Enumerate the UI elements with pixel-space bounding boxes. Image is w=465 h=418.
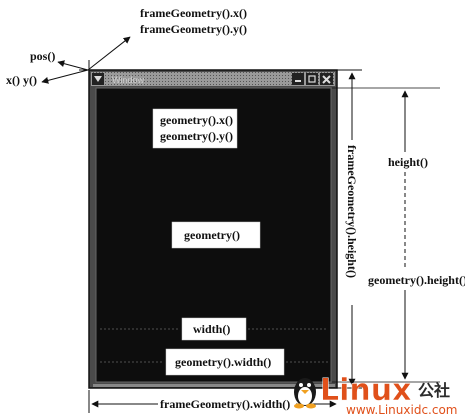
label-frame-height: frameGeometry().height(): [345, 145, 359, 278]
watermark-url: www.Linuxidc.com: [346, 403, 457, 417]
title-bar: [91, 72, 335, 86]
label-frame-y: frameGeometry().y(): [140, 22, 247, 36]
window-title: Window: [112, 75, 145, 85]
box-geometry-width: geometry().width(): [165, 348, 285, 376]
box-geometry: geometry(): [171, 221, 261, 249]
watermark-brand: Linux: [320, 373, 411, 408]
inner-width-dimension: [100, 328, 328, 363]
label-geom-x: geometry().x(): [160, 113, 233, 127]
penguin-logo-icon: [294, 378, 316, 409]
label-frame-x: frameGeometry().x(): [140, 6, 247, 20]
watermark-suffix: 公社: [418, 381, 450, 400]
label-geometry: geometry(): [184, 228, 240, 242]
origin-arrows: [41, 36, 131, 84]
label-pos: pos(): [30, 49, 55, 63]
label-frame-width: frameGeometry().width(): [160, 397, 290, 411]
label-geom-y: geometry().y(): [160, 129, 233, 143]
client-height-dimension: [332, 87, 440, 383]
watermark: Linux 公社 www.Linuxidc.com: [294, 373, 457, 417]
label-width: width(): [193, 322, 230, 336]
label-geom-height: geometry().height(): [368, 273, 465, 287]
label-height: height(): [388, 155, 428, 169]
frame-height-dimension: [337, 69, 362, 389]
close-icon[interactable]: [320, 73, 333, 85]
window-menu-icon[interactable]: [92, 73, 104, 85]
box-width: width(): [181, 317, 247, 341]
box-geometry-xy: geometry().x() geometry().y(): [152, 108, 238, 149]
label-geom-width: geometry().width(): [175, 355, 271, 369]
maximize-icon[interactable]: [306, 73, 318, 85]
label-xy: x() y(): [6, 73, 37, 87]
minimize-icon[interactable]: [292, 73, 304, 85]
